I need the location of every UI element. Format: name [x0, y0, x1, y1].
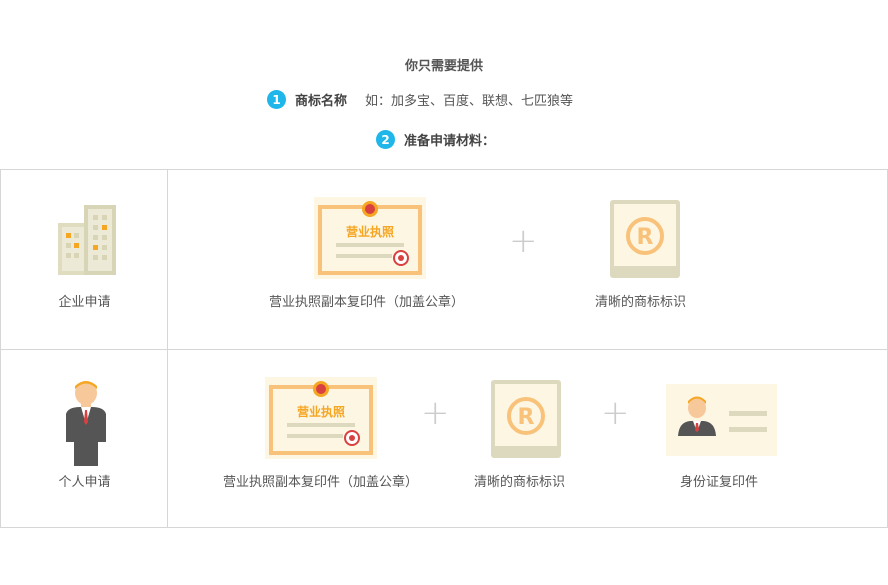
license-caption: 营业执照副本复印件（加盖公章） [269, 295, 465, 310]
enterprise-cell: 企业申请 [1, 170, 168, 349]
personal-label: 个人申请 [58, 475, 111, 490]
step-trademark-name: 1 商标名称 如：加多宝、百度、联想、七匹狼等 [267, 90, 573, 109]
plus-icon: + [421, 393, 450, 433]
trademark-caption: 清晰的商标标识 [595, 295, 687, 310]
id-card-icon [666, 384, 777, 460]
materials-table: 企业申请 营业执照 营业执照副本复印件（加盖公章） + [0, 169, 888, 528]
step-number-badge: 1 [267, 90, 286, 109]
enterprise-label: 企业申请 [58, 295, 111, 310]
certificate-title: 营业执照 [297, 404, 345, 419]
step-example-text: 如：加多宝、百度、联想、七匹狼等 [365, 94, 574, 109]
building-icon [58, 205, 116, 279]
plus-icon: + [509, 221, 538, 261]
certificate-title: 营业执照 [346, 224, 394, 239]
plus-icon: + [601, 393, 630, 433]
license-caption: 营业执照副本复印件（加盖公章） [223, 475, 419, 490]
svg-text:R: R [637, 225, 654, 250]
step-label: 准备申请材料： [404, 134, 496, 149]
personal-cell: 个人申请 [1, 350, 168, 528]
enterprise-row: 企业申请 营业执照 营业执照副本复印件（加盖公章） + [1, 170, 887, 349]
step-number-badge: 2 [376, 130, 395, 149]
svg-text:R: R [518, 405, 535, 430]
certificate-icon: 营业执照 [265, 377, 377, 463]
page-heading: 你只需要提供 [404, 59, 483, 74]
certificate-icon: 营业执照 [314, 197, 426, 283]
step-prepare-materials: 2 准备申请材料： [376, 130, 495, 149]
trademark-icon: R [491, 380, 561, 462]
trademark-icon: R [610, 200, 680, 282]
id-caption: 身份证复印件 [680, 475, 759, 490]
person-suit-icon [64, 380, 108, 470]
step-label: 商标名称 [295, 94, 348, 109]
personal-row: 个人申请 营业执照 营业执照副本复印件（加盖公章） + R [1, 349, 887, 528]
trademark-caption: 清晰的商标标识 [474, 475, 566, 490]
